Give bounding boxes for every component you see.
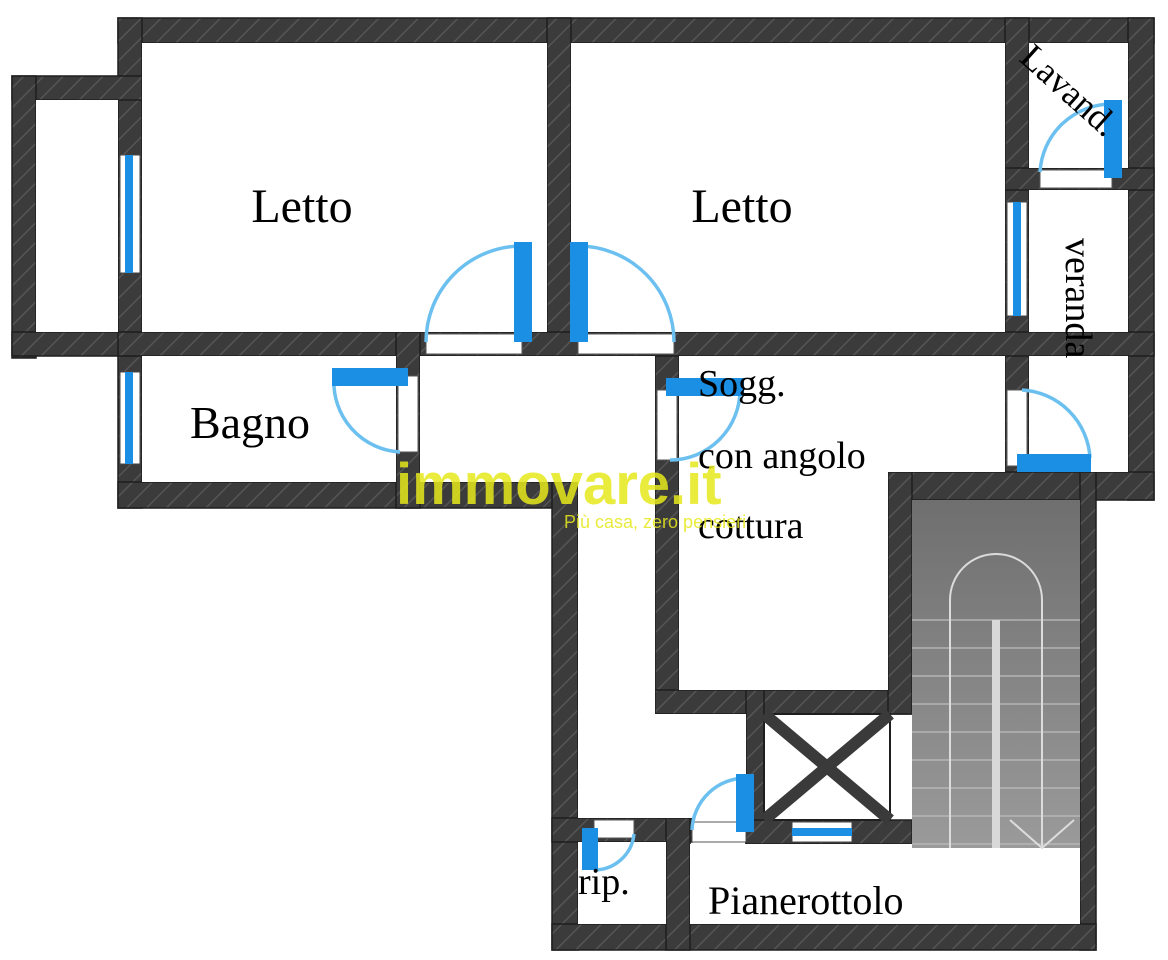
label-bagno: Bagno: [190, 397, 310, 448]
wall-sogg-bottom: [654, 689, 912, 715]
label-letto-left: Letto: [251, 180, 352, 233]
watermark-brand: immovare.it: [396, 452, 722, 517]
wall-balcony-left: [11, 75, 37, 359]
label-soggiorno-line1: Sogg.: [698, 363, 786, 405]
label-ripostiglio: rip.: [578, 861, 630, 903]
room-floors: [36, 43, 1128, 924]
doors: [332, 100, 1122, 872]
wall-bottom: [551, 923, 1097, 951]
wall-outer-right: [1127, 17, 1155, 501]
elevator-shaft: [760, 709, 894, 825]
label-veranda: veranda: [1057, 238, 1099, 358]
label-soggiorno-line3: cottura: [698, 505, 804, 547]
wall-stair-right: [1079, 471, 1097, 951]
wall-bedroom-divider: [546, 17, 572, 357]
wall-corridor-left: [551, 481, 579, 951]
staircase: [912, 500, 1080, 850]
windows: [119, 154, 1028, 843]
watermark: immovare.it Più casa, zero pensieri: [396, 452, 746, 532]
label-soggiorno-line2: con angolo: [698, 435, 866, 477]
wall-top: [117, 17, 1155, 44]
wall-rip-right: [665, 817, 691, 951]
label-pianerottolo: Pianerottolo: [708, 878, 904, 923]
wall-veranda-bottom: [887, 471, 1155, 501]
watermark-tagline: Più casa, zero pensieri: [564, 512, 746, 532]
label-letto-right: Letto: [691, 180, 792, 233]
wall-stair-left: [887, 471, 913, 715]
